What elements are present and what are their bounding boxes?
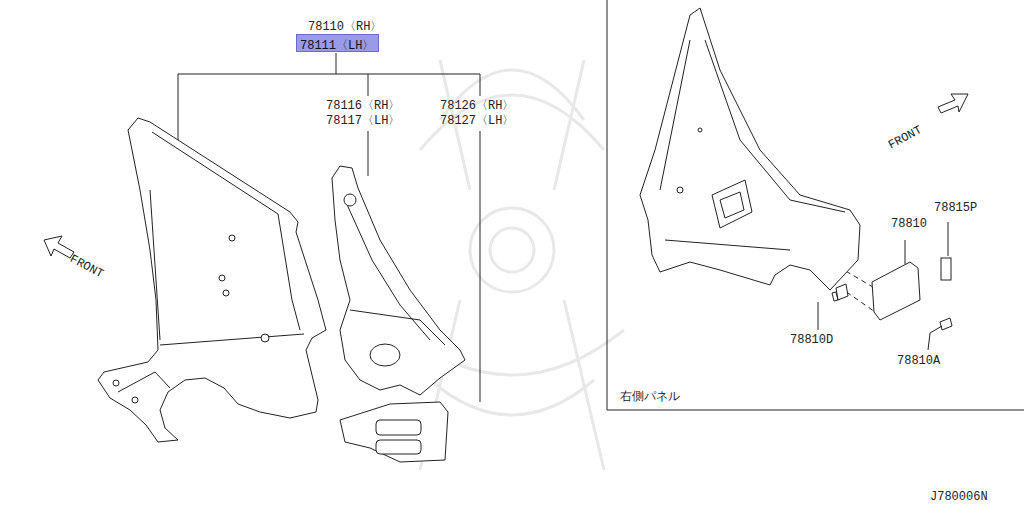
quarter-panel [98, 118, 326, 442]
part-number: 78810D [790, 333, 833, 347]
part-number: 78116〈RH〉 [326, 99, 400, 113]
part-number: 78126〈RH〉 [440, 99, 514, 113]
direction-label: FRONT [886, 123, 924, 152]
rear-panel [340, 402, 448, 462]
part-number: 78810 [891, 217, 927, 231]
drawing-id: J780006N [930, 490, 988, 504]
part-number: 78117〈LH〉 [326, 114, 400, 128]
fuel-lid-parts [832, 258, 952, 333]
panel-caption: 右側パネル [620, 390, 680, 404]
quarter-panel-detail [640, 8, 860, 290]
part-number: 78810A [897, 354, 940, 368]
highlight-box: 78111〈LH〉 [296, 34, 379, 52]
part-number: 78127〈LH〉 [440, 114, 514, 128]
part-number: 78111〈LH〉 [300, 39, 374, 53]
part-number: 78110〈RH〉 [308, 20, 382, 34]
inner-panel [332, 166, 465, 395]
direction-label: FRONT [67, 252, 105, 281]
part-number: 78815P [934, 201, 977, 215]
